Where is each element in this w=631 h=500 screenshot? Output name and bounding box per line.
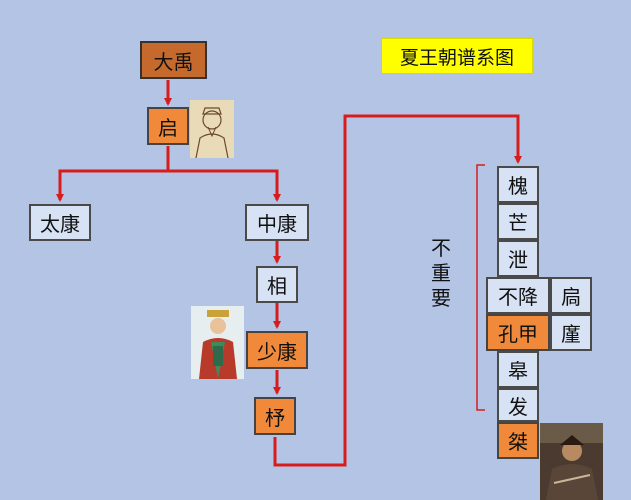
- node-shaokang: 少康: [246, 331, 308, 369]
- node-bujiang: 不降: [486, 277, 550, 314]
- node-jie: 桀: [497, 422, 539, 459]
- node-dayu: 大禹: [140, 41, 207, 79]
- portrait-qi: [190, 100, 234, 158]
- node-jiong: 扃: [550, 277, 592, 314]
- node-taikang: 太康: [29, 204, 91, 241]
- unimportant-note: 不重要: [431, 236, 451, 310]
- portrait-jie: [540, 423, 603, 500]
- node-gao: 皋: [497, 351, 539, 388]
- line-zhu-huai: [273, 114, 522, 467]
- line-qi-zhongkang: [168, 169, 281, 202]
- node-zhongkang: 中康: [245, 204, 309, 241]
- node-zhu: 杼: [254, 397, 296, 435]
- node-kongjia: 孔甲: [486, 314, 550, 351]
- portrait-shaokang: [191, 306, 244, 379]
- node-fa: 发: [497, 388, 539, 422]
- node-mang: 芒: [497, 203, 539, 240]
- line-qi-branch: [56, 146, 170, 202]
- node-qi: 启: [147, 107, 189, 145]
- bracket: [476, 164, 485, 411]
- node-xie: 泄: [497, 240, 539, 277]
- diagram-title: 夏王朝谱系图: [381, 38, 533, 74]
- node-huai: 槐: [497, 166, 539, 203]
- node-jin: 廑: [550, 314, 592, 351]
- node-xiang: 相: [256, 266, 298, 303]
